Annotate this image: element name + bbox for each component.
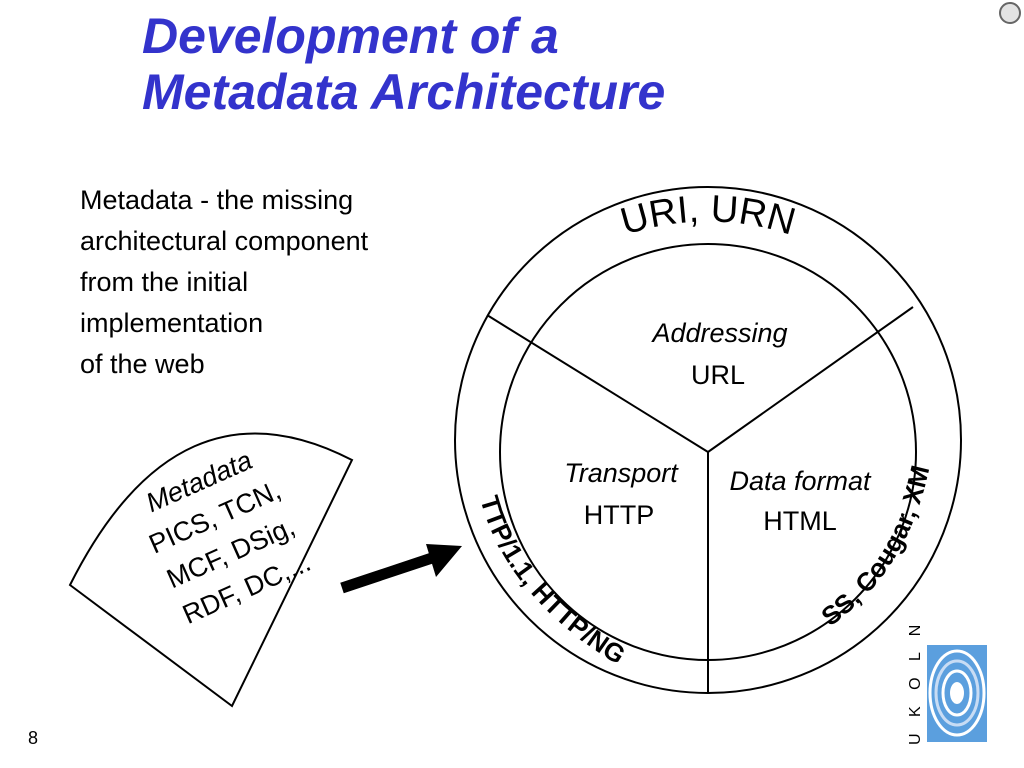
segment-value-transport: HTTP	[584, 500, 655, 530]
divider-line	[707, 306, 914, 453]
segment-label-data-format: Data format	[729, 466, 872, 496]
page-number: 8	[28, 728, 39, 748]
outer-ring	[454, 186, 962, 694]
slide-title: Development of a Metadata Architecture	[142, 8, 665, 120]
title-line-1: Development of a	[142, 8, 559, 64]
metadata-wedge	[68, 432, 354, 708]
segment-label-addressing: Addressing	[650, 318, 787, 348]
circle-button[interactable]	[999, 2, 1021, 24]
segment-value-addressing: URL	[691, 360, 745, 390]
ukoln-logo: U K O L N	[907, 619, 987, 745]
intro-line: architectural component	[80, 226, 369, 256]
title-line-2: Metadata Architecture	[142, 64, 666, 120]
intro-line: of the web	[80, 349, 205, 379]
logo-text: U K O L N	[907, 619, 924, 745]
arrow-right-icon	[340, 544, 462, 594]
ring-label-top: URI, URN	[616, 188, 800, 243]
intro-text: Metadata - the missing architectural com…	[80, 180, 368, 385]
divider-line	[486, 314, 709, 453]
intro-line: from the initial	[80, 267, 249, 297]
segment-value-data-format: HTML	[763, 506, 837, 536]
intro-line: implementation	[80, 308, 264, 338]
segment-label-transport: Transport	[564, 458, 679, 488]
intro-line: Metadata - the missing	[80, 185, 354, 215]
